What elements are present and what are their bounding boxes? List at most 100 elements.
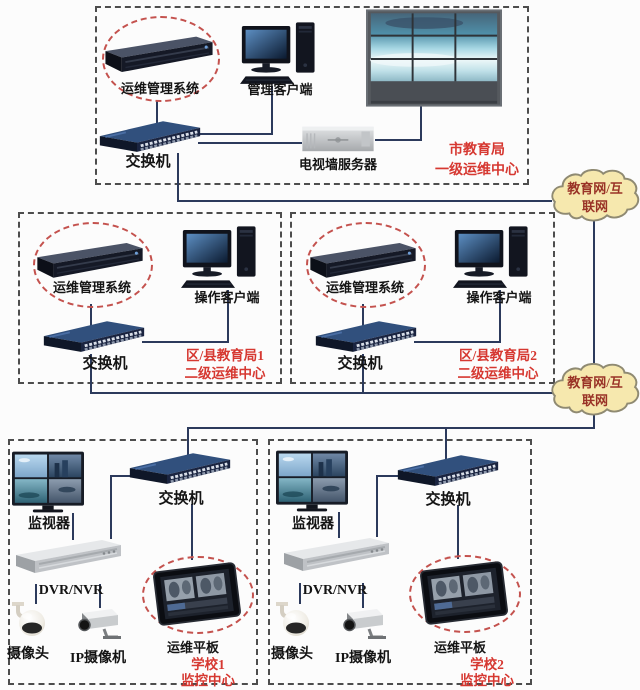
district1-title-line2: 二级运维中心 [184,366,266,382]
school2-title: 学校2 监控中心 [455,657,519,688]
district1-title-line1: 区/县教育局1 [185,348,264,363]
city-center-title: 市教育局 一级运维中心 [427,141,527,182]
dome-camera-label: 摄像头 [7,647,49,662]
connection-line [499,290,501,343]
cloud-top-line2: 联网 [581,198,608,214]
connection-line [177,153,179,202]
dvr-icon [284,536,390,584]
district2-title-line2: 二级运维中心 [457,366,539,382]
ip-camera-icon [339,606,387,644]
monitor-label: 监视器 [292,517,334,532]
switch-label: 交换机 [82,356,128,372]
education-network-cloud-bottom-label: 教育网/互 联网 [551,374,639,409]
connection-line [362,304,364,328]
oms-server-icon [305,236,421,282]
oms-server-icon [100,30,218,76]
oms-server-label: 运维管理系统 [120,81,199,96]
tv-wall-server-label: 电视墙服务器 [298,157,377,172]
switch-icon [396,452,500,490]
management-client-icon [240,20,322,88]
connection-line [375,139,422,141]
connection-line [445,427,447,463]
tablet-label: 运维平板 [166,640,219,655]
connection-line [362,583,364,608]
oms-server-label: 运维管理系统 [325,280,404,295]
connection-line [457,505,459,559]
cloud-bottom-line1: 教育网/互 [567,375,623,390]
connection-line [191,504,193,560]
connection-line [72,513,74,540]
dome-camera-icon [10,602,50,640]
city-title-line2: 一级运维中心 [435,163,519,179]
connection-line [35,584,37,604]
school2-title-line1: 学校2 [470,657,504,672]
switch-label: 交换机 [337,356,383,372]
cloud-top-line1: 教育网/互 [567,181,623,196]
district2-title: 区/县教育局2 二级运维中心 [446,347,550,383]
connection-line [376,475,378,537]
connection-line [227,290,229,343]
ip-camera-label: IP摄像机 [335,651,391,666]
school1-title-line1: 学校1 [191,657,225,672]
connection-line [376,475,400,477]
tv-wall-icon [366,8,502,108]
city-title-line1: 市教育局 [449,143,505,158]
highlight-oval [142,556,254,634]
connection-line [299,583,301,604]
switch-icon [128,450,232,488]
school1-title-line2: 监控中心 [181,672,235,688]
education-network-cloud-top-label: 教育网/互 联网 [551,180,639,215]
connection-line [177,200,552,202]
school1-box [8,439,258,685]
monitor-label: 监视器 [28,517,70,532]
oms-server-icon [32,236,148,282]
dvr-label: DVR/NVR [302,583,368,598]
ip-camera-icon [74,606,122,644]
switch-label: 交换机 [425,492,471,508]
operator-client-label: 操作客户端 [194,290,260,305]
operator-client-label: 操作客户端 [466,290,532,305]
tv-wall-server-icon [300,124,376,154]
highlight-oval [102,16,220,102]
connection-line [156,100,158,128]
highlight-oval [306,222,426,308]
city-center-box [95,6,529,185]
connection-line [187,427,595,429]
school2-title-line2: 监控中心 [460,672,514,688]
tablet-label: 运维平板 [433,640,486,655]
operator-client-icon [453,224,535,292]
operator-client-icon [181,224,263,292]
connection-line [187,427,189,461]
connection-line [90,354,92,394]
connection-line [90,304,92,328]
management-client-label: 管理客户端 [247,82,313,97]
oms-server-label: 运维管理系统 [52,280,131,295]
dome-camera-icon [274,602,314,640]
connection-line [271,86,273,134]
switch-icon [314,318,418,356]
monitor-icon [276,449,348,513]
connection-line [110,475,112,539]
switch-label: 交换机 [158,491,204,507]
dome-camera-label: 摄像头 [271,647,313,662]
connection-line [362,354,364,394]
connection-line [593,220,595,366]
tablet-icon [151,559,243,629]
dvr-icon [16,538,122,586]
switch-label: 交换机 [125,154,171,170]
switch-icon [42,318,146,356]
connection-line [593,410,595,429]
switch-icon [98,118,202,156]
monitor-icon [12,450,84,514]
connection-line [110,475,134,477]
dvr-label: DVR/NVR [38,583,104,598]
connection-line [90,392,553,394]
connection-line [198,142,302,144]
district1-box [18,212,282,384]
highlight-oval [409,555,521,633]
highlight-oval [33,222,153,308]
connection-line [142,341,229,343]
connection-line [99,584,101,608]
school1-title: 学校1 监控中心 [176,657,240,688]
